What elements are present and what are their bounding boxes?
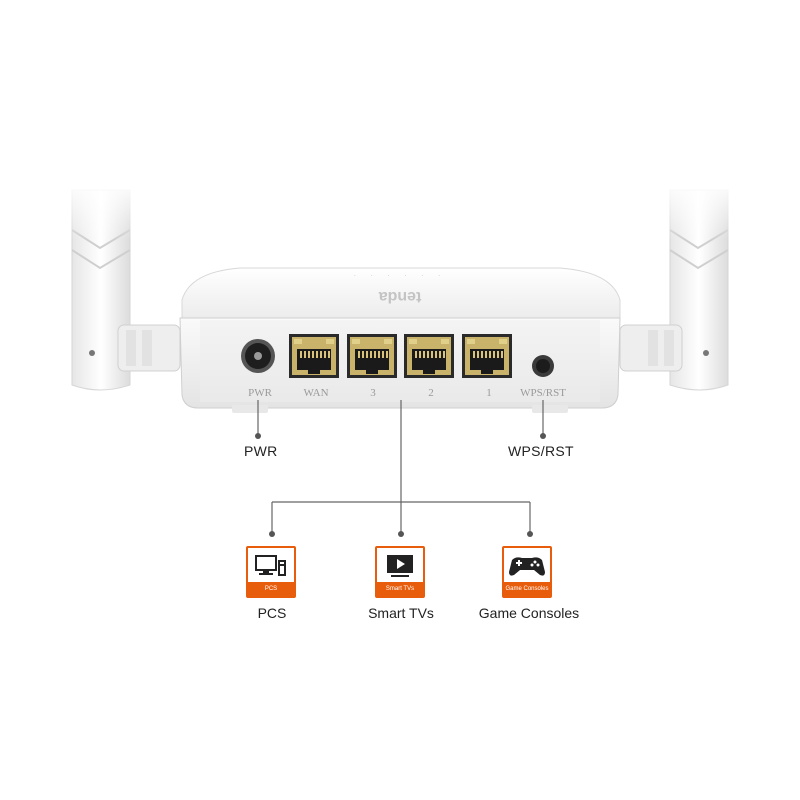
port-lan-3 (347, 334, 397, 378)
pcs-badge-text: PCS (248, 582, 294, 596)
port-label-pwr: PWR (248, 387, 272, 399)
port-label-1: 1 (486, 387, 492, 399)
game-consoles-badge-text: Game Consoles (504, 582, 550, 596)
callout-lines (255, 400, 546, 537)
pc-icon (255, 555, 286, 576)
power-jack (241, 339, 275, 373)
svg-text:tenda: tenda (379, 288, 422, 305)
game-consoles-badge: Game Consoles (502, 546, 552, 598)
smart-tvs-badge: Smart TVs (375, 546, 425, 598)
ethernet-ports (289, 334, 512, 378)
port-lan-2 (404, 334, 454, 378)
smart-tvs-badge-text: Smart TVs (377, 582, 423, 596)
tv-icon (387, 555, 413, 577)
callout-wps-rst: WPS/RST (508, 443, 574, 459)
device-label-smart-tvs: Smart TVs (368, 605, 434, 621)
wps-rst-button (532, 355, 554, 377)
port-label-2: 2 (428, 387, 434, 399)
gamepad-icon (509, 557, 545, 576)
device-label-pcs: PCS (257, 605, 287, 621)
port-wan (289, 334, 339, 378)
svg-text:· · · · · ·: · · · · · · (353, 271, 446, 280)
port-label-wps-rst: WPS/RST (520, 387, 566, 399)
port-label-wan: WAN (303, 387, 329, 399)
port-lan-1 (462, 334, 512, 378)
device-label-game-consoles: Game Consoles (478, 605, 580, 621)
port-label-3: 3 (370, 387, 376, 399)
pcs-badge: PCS (246, 546, 296, 598)
callout-pwr: PWR (244, 443, 278, 459)
